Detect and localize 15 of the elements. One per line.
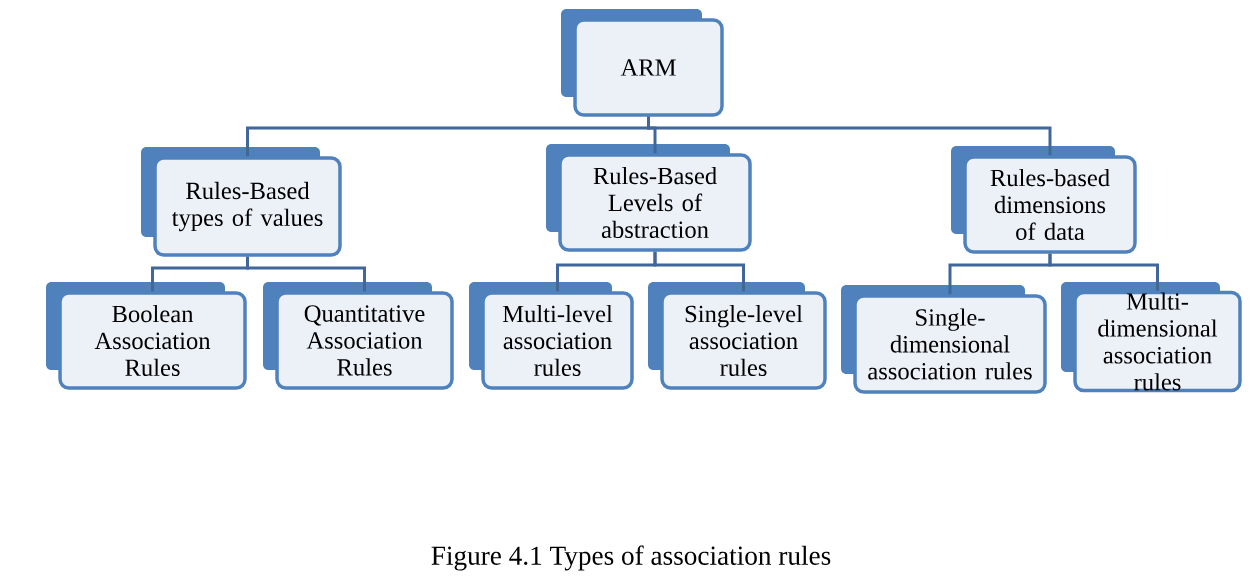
node-box: Rules-Based Levels of abstraction: [546, 144, 752, 252]
node-box: Multi-level association rules: [469, 282, 634, 390]
connector: [647, 116, 1052, 156]
connector: [653, 251, 745, 292]
node-box: Quantitative Association Rules: [263, 282, 454, 390]
connector: [1048, 253, 1159, 291]
node-box: ARM: [561, 9, 724, 117]
node-box: Rules-based dimensions of data: [951, 146, 1137, 254]
caption: Figure 4.1 Types of association rules: [431, 545, 831, 571]
node-box: Multi-dimensional association rules: [1061, 282, 1242, 393]
node-box: Boolean Association Rules: [46, 282, 247, 390]
connector: [246, 256, 366, 292]
node-box: Single-level association rules: [648, 282, 827, 390]
node-box: Single-dimensional association rules: [841, 285, 1047, 394]
node-box: Rules-Based types of values: [141, 147, 342, 257]
